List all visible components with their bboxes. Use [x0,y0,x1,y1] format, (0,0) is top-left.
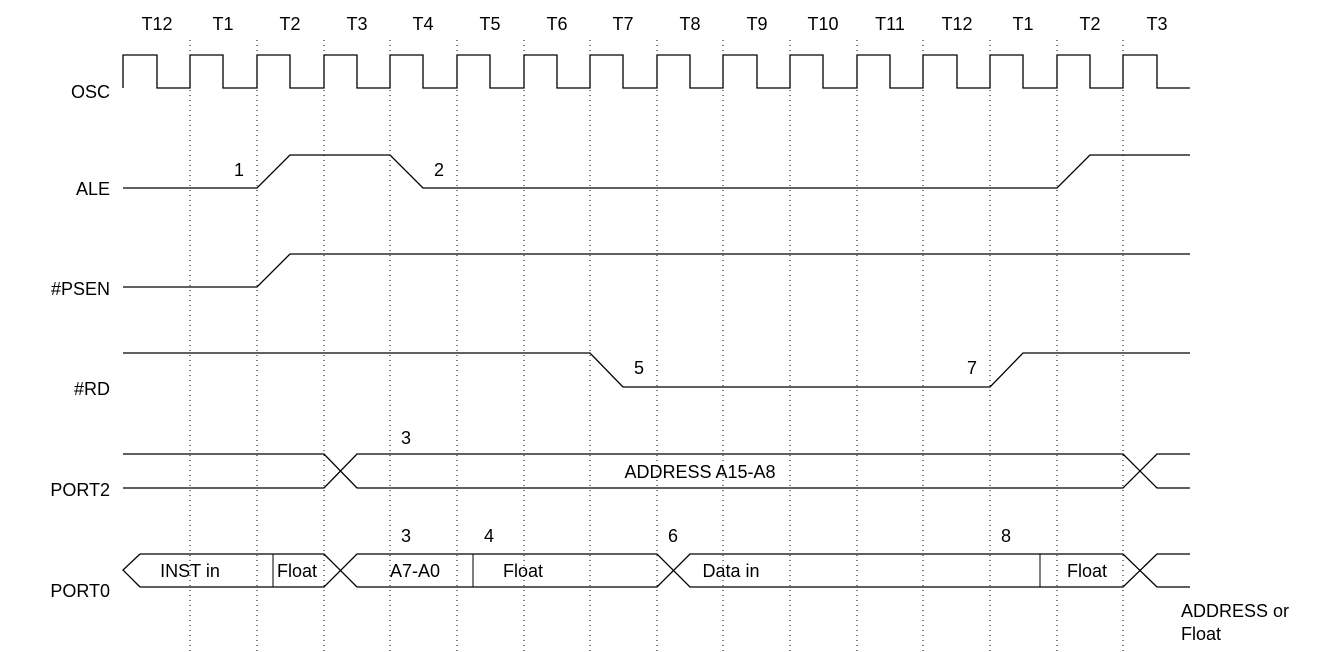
footnote-line-2: Float [1181,624,1221,644]
state-label: T3 [346,14,367,34]
state-label: T1 [212,14,233,34]
signal-name-ale: ALE [76,179,110,199]
port2-bus-top [123,453,1190,489]
marker-3-port2: 3 [401,428,411,448]
port0-bus-bottom [140,553,1190,588]
state-label: T8 [679,14,700,34]
signal-name-psen: #PSEN [51,279,110,299]
marker-6: 6 [668,526,678,546]
port0-addr-label: A7-A0 [390,561,440,581]
state-label: T11 [875,14,905,34]
ale-waveform [123,154,1190,189]
state-label: T7 [612,14,633,34]
signal-names: OSC ALE #PSEN #RD PORT2 PORT0 [50,82,110,601]
state-label: T5 [479,14,500,34]
marker-8: 8 [1001,526,1011,546]
state-label: T3 [1146,14,1167,34]
footnote-line-1: ADDRESS or [1181,601,1289,621]
state-grid [189,40,1124,652]
port0-bus-start [122,553,141,588]
state-label: T6 [546,14,567,34]
state-label: T2 [1079,14,1100,34]
port0-inst-in-label: INST in [160,561,220,581]
signal-name-osc: OSC [71,82,110,102]
port0-float-2-label: Float [503,561,543,581]
port2-bus-bottom [123,453,1190,489]
clock-state-labels: T12 T1 T2 T3 T4 T5 T6 T7 T8 T9 T10 T11 T… [141,14,1167,34]
state-label: T2 [279,14,300,34]
port0-float-1-label: Float [277,561,317,581]
state-label: T10 [807,14,838,34]
psen-waveform [123,253,1190,288]
port2-address-label: ADDRESS A15-A8 [624,462,775,482]
osc-waveform [122,54,1190,89]
state-label: T12 [141,14,172,34]
port0-data-in-label: Data in [702,561,759,581]
marker-1: 1 [234,160,244,180]
marker-3-port0: 3 [401,526,411,546]
state-label: T12 [941,14,972,34]
port2-bus: 3 ADDRESS A15-A8 [123,428,1190,489]
marker-2: 2 [434,160,444,180]
marker-7: 7 [967,358,977,378]
state-label: T9 [746,14,767,34]
port0-bus: INST in Float A7-A0 Float Data in Float … [122,526,1190,588]
marker-5: 5 [634,358,644,378]
rd-waveform [123,352,1190,388]
state-label: T1 [1012,14,1033,34]
marker-4: 4 [484,526,494,546]
signal-name-port0: PORT0 [50,581,110,601]
signal-name-port2: PORT2 [50,480,110,500]
signal-name-rd: #RD [74,379,110,399]
port0-float-3-label: Float [1067,561,1107,581]
state-label: T4 [412,14,433,34]
